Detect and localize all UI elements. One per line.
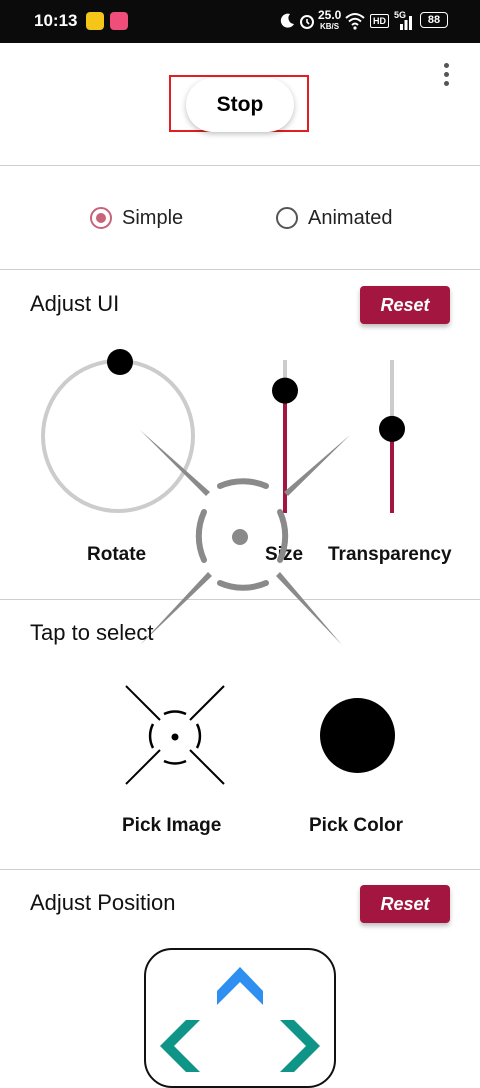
section-title-adjust-ui: Adjust UI bbox=[30, 291, 120, 316]
crosshair-overlay-icon[interactable] bbox=[130, 420, 360, 650]
radio-animated-label: Animated bbox=[308, 206, 393, 229]
section-title-tap-to-select: Tap to select bbox=[30, 620, 154, 645]
moon-icon bbox=[280, 13, 294, 28]
rotate-label: Rotate bbox=[87, 544, 147, 565]
app-notification-icon bbox=[86, 12, 104, 30]
wifi-icon bbox=[345, 13, 365, 30]
pick-image-label[interactable]: Pick Image bbox=[122, 815, 222, 836]
network-speed-unit: KB/S bbox=[320, 22, 340, 31]
status-time: 10:13 bbox=[34, 11, 78, 30]
transparency-slider-thumb[interactable] bbox=[379, 415, 405, 442]
color-swatch[interactable] bbox=[320, 698, 395, 773]
divider bbox=[0, 599, 480, 600]
radio-animated[interactable]: Animated bbox=[276, 200, 393, 236]
status-bar: 10:13 25.0 KB/S HD 5G 88 bbox=[0, 0, 480, 43]
stop-button[interactable]: Stop bbox=[186, 78, 294, 132]
network-speed: 25.0 bbox=[318, 8, 342, 22]
arrow-left-icon[interactable] bbox=[158, 1020, 202, 1073]
transparency-label: Transparency bbox=[328, 544, 452, 565]
divider bbox=[0, 269, 480, 270]
alarm-icon bbox=[300, 15, 314, 29]
hd-badge: HD bbox=[370, 14, 389, 28]
signal-type: 5G bbox=[394, 10, 407, 20]
reset-ui-button[interactable]: Reset bbox=[360, 286, 450, 324]
battery-icon: 88 bbox=[420, 12, 448, 28]
signal-icon bbox=[400, 16, 412, 30]
size-slider-thumb[interactable] bbox=[272, 377, 298, 404]
radio-simple[interactable]: Simple bbox=[90, 200, 183, 236]
pick-color-label[interactable]: Pick Color bbox=[309, 815, 403, 836]
rotate-handle[interactable] bbox=[107, 349, 133, 375]
battery-level: 88 bbox=[427, 14, 441, 26]
rotate-dial[interactable] bbox=[36, 345, 202, 517]
transparency-slider[interactable] bbox=[377, 355, 407, 520]
reset-position-button[interactable]: Reset bbox=[360, 885, 450, 923]
app-notification-icon bbox=[110, 12, 128, 30]
arrow-up-icon[interactable] bbox=[215, 965, 265, 1007]
radio-simple-label: Simple bbox=[122, 206, 184, 229]
arrow-right-icon[interactable] bbox=[278, 1020, 322, 1073]
divider bbox=[0, 869, 480, 870]
crosshair-image-icon[interactable] bbox=[120, 682, 230, 792]
more-vertical-icon[interactable] bbox=[436, 63, 456, 91]
divider bbox=[0, 165, 480, 166]
radio-button[interactable] bbox=[90, 207, 112, 229]
radio-button[interactable] bbox=[276, 207, 298, 229]
section-title-adjust-position: Adjust Position bbox=[30, 890, 176, 915]
